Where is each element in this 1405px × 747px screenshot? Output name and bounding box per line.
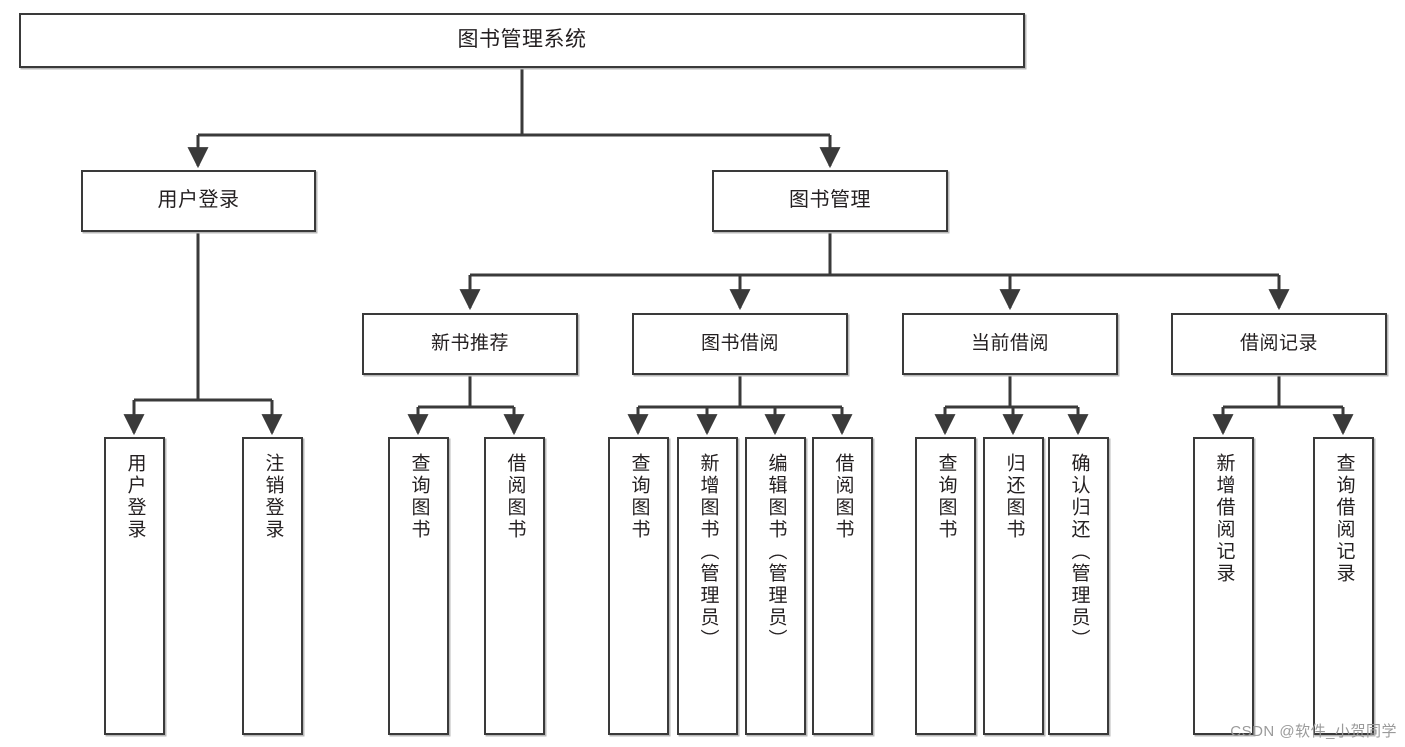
leaf-borrow-borrow-book[interactable]: 借阅图书	[812, 437, 873, 735]
node-label: 注销登录	[262, 453, 284, 541]
node-label: 查询图书	[408, 453, 430, 541]
leaf-new-book-borrow-book[interactable]: 借阅图书	[484, 437, 545, 735]
leaf-current-confirm-return-admin[interactable]: 确认归还（管理员）	[1048, 437, 1109, 735]
node-label: 借阅图书	[832, 453, 854, 541]
leaf-user-login-signin[interactable]: 用户登录	[104, 437, 165, 735]
node-label: 借阅记录	[1239, 332, 1318, 354]
node-label: 图书借阅	[700, 332, 779, 354]
node-label: 新增借阅记录	[1213, 453, 1235, 585]
node-label: 新增图书（管理员）	[697, 453, 719, 651]
leaf-borrow-edit-book-admin[interactable]: 编辑图书（管理员）	[745, 437, 806, 735]
node-label: 归还图书	[1003, 453, 1025, 541]
leaf-new-book-query-book[interactable]: 查询图书	[388, 437, 449, 735]
csdn-watermark: CSDN @软件_小贺同学	[1230, 723, 1397, 740]
node-label: 确认归还（管理员）	[1068, 453, 1090, 651]
leaf-record-query-record[interactable]: 查询借阅记录	[1313, 437, 1374, 735]
node-label: 图书管理	[789, 189, 871, 212]
node-current-borrowing[interactable]: 当前借阅	[902, 313, 1118, 375]
node-label: 当前借阅	[970, 332, 1049, 354]
node-user-login[interactable]: 用户登录	[81, 170, 316, 232]
leaf-current-return-book[interactable]: 归还图书	[983, 437, 1044, 735]
node-label: 新书推荐	[430, 332, 509, 354]
node-label: 查询借阅记录	[1333, 453, 1355, 585]
node-label: 查询图书	[935, 453, 957, 541]
leaf-borrow-query-book[interactable]: 查询图书	[608, 437, 669, 735]
node-label: 用户登录	[124, 453, 146, 541]
node-label: 查询图书	[628, 453, 650, 541]
leaf-user-login-signout[interactable]: 注销登录	[242, 437, 303, 735]
leaf-borrow-add-book-admin[interactable]: 新增图书（管理员）	[677, 437, 738, 735]
node-book-management[interactable]: 图书管理	[712, 170, 948, 232]
node-label: 用户登录	[157, 189, 240, 212]
node-label: 借阅图书	[504, 453, 526, 541]
node-label: 图书管理系统	[457, 28, 587, 52]
node-label: 编辑图书（管理员）	[765, 453, 787, 651]
node-root-book-management-system[interactable]: 图书管理系统	[19, 13, 1025, 68]
node-book-borrowing[interactable]: 图书借阅	[632, 313, 848, 375]
leaf-current-query-book[interactable]: 查询图书	[915, 437, 976, 735]
node-new-book-recommendation[interactable]: 新书推荐	[362, 313, 578, 375]
leaf-record-add-record[interactable]: 新增借阅记录	[1193, 437, 1254, 735]
node-borrowing-records[interactable]: 借阅记录	[1171, 313, 1387, 375]
